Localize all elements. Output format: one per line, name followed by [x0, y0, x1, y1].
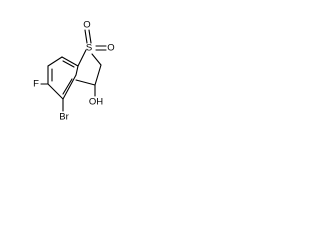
- bond-c7-c7a: [61, 56, 79, 67]
- atom-label-fluorine: F: [33, 79, 39, 90]
- atom-label-sulfur: S: [86, 43, 92, 54]
- atom-label-hydroxyl: OH: [89, 97, 103, 108]
- atom-label-oxygen-top: O: [83, 20, 90, 31]
- bond-c2-c3: [94, 64, 102, 86]
- bond-c7a-c3a: [75, 65, 79, 76]
- label-layer: S O O F Br OH: [33, 20, 115, 123]
- molecule-drawing: S O O F Br OH: [33, 20, 115, 123]
- atom-label-bromine: Br: [59, 112, 69, 123]
- bond-s-o-top-a: [84, 29, 88, 44]
- bond-c3-c3a: [75, 79, 96, 86]
- bond-inner-c3a-c4: [62, 78, 73, 95]
- structure-canvas: S O O F Br OH: [0, 0, 152, 152]
- bond-layer: [40, 29, 107, 112]
- bond-c7a-s: [77, 49, 87, 67]
- atom-label-oxygen-right: O: [107, 43, 114, 54]
- bond-c4-c5: [47, 83, 64, 100]
- bond-inner-c7-c7a: [62, 60, 75, 68]
- bond-s-c2: [91, 53, 102, 66]
- bond-c7a-c4: [62, 74, 77, 100]
- bond-s-o-top-b: [88, 29, 92, 44]
- bond-c6-c7: [47, 56, 63, 67]
